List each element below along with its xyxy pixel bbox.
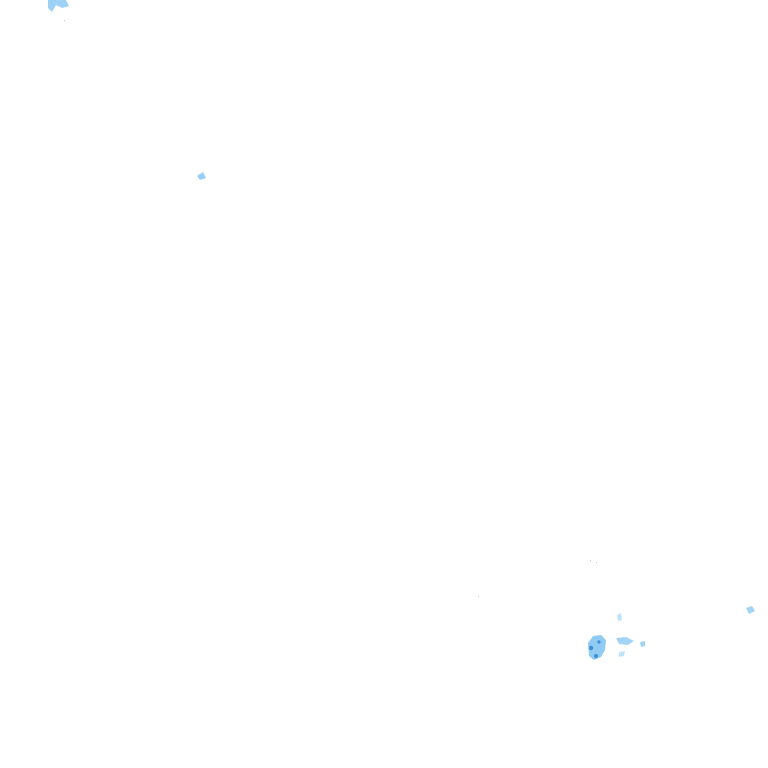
radar-blob-speck-2 (640, 641, 645, 647)
radar-core-3 (597, 640, 601, 644)
noise-speck-3 (478, 596, 479, 597)
radar-blob-main-tail (616, 637, 634, 645)
radar-blob-speck-1 (617, 613, 622, 621)
radar-core-2 (594, 654, 598, 658)
radar-core-1 (588, 645, 594, 651)
radar-blob-top-left (48, 0, 69, 12)
radar-blob-small-left (197, 172, 206, 180)
radar-blob-speck-3 (619, 651, 625, 657)
radar-blob-main (588, 635, 606, 660)
noise-speck-4 (64, 20, 65, 21)
radar-blob-right-edge (746, 606, 755, 614)
noise-speck-2 (596, 562, 597, 563)
noise-speck-1 (590, 560, 591, 561)
